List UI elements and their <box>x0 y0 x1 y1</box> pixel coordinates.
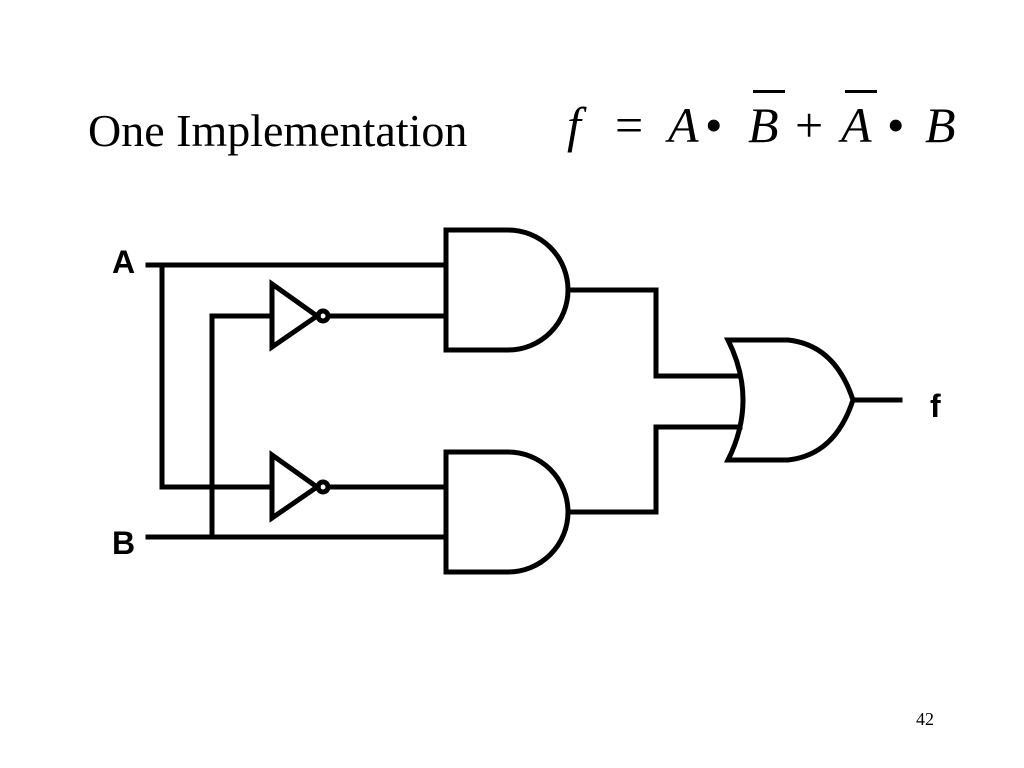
equation-term2-a-complement: A <box>841 97 872 153</box>
equation-term2-b: B <box>925 97 956 153</box>
slide-title: One Implementation <box>88 105 468 156</box>
output-label-f: f <box>930 388 941 424</box>
equation-and-dot-2: • <box>887 97 905 153</box>
and-gate-2 <box>443 449 571 575</box>
wire-and1-to-or <box>565 287 743 379</box>
wire-input-b <box>145 313 449 540</box>
equation-term1-a: A <box>668 97 699 153</box>
equation-and-dot-1: • <box>705 97 723 153</box>
wire-input-a <box>145 262 449 490</box>
complement-bar-b <box>753 90 785 93</box>
page-number: 42 <box>916 709 934 729</box>
input-label-b: B <box>112 525 136 561</box>
wire-and2-to-or <box>565 424 743 515</box>
equation-equals: = <box>615 97 644 153</box>
not-gate-a <box>269 450 331 523</box>
equation-plus: + <box>795 97 824 153</box>
and-gate-1 <box>443 227 571 353</box>
input-label-a: A <box>112 244 136 280</box>
or-gate <box>723 337 856 463</box>
equation-term1-b-complement: B <box>748 97 779 153</box>
equation-output-f: f <box>567 97 581 153</box>
not-gate-b <box>269 279 331 352</box>
complement-bar-a <box>845 90 877 93</box>
